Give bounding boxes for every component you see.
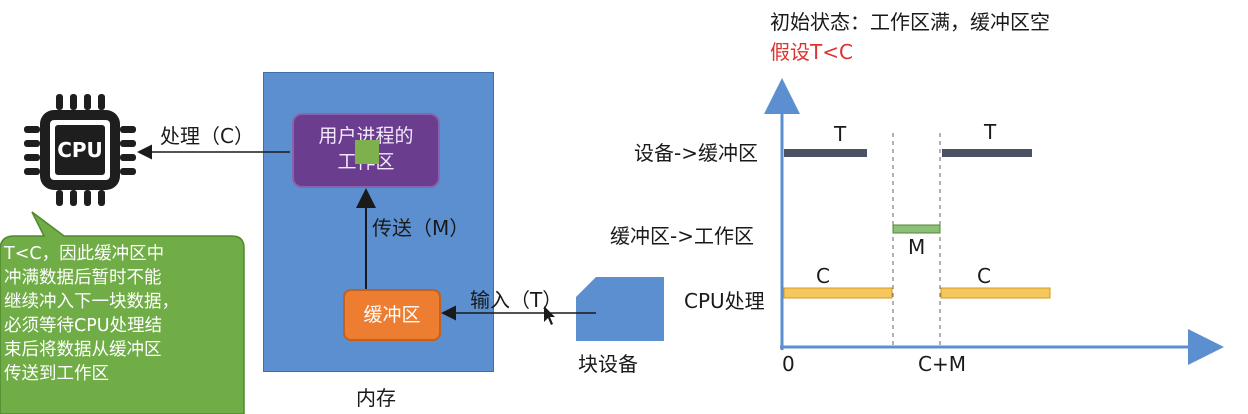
block-device-label: 块设备 bbox=[578, 352, 638, 376]
bar-transfer-m bbox=[892, 224, 941, 234]
bar-label-t2: T bbox=[984, 120, 997, 144]
callout-bubble bbox=[0, 211, 245, 414]
process-label: 处理（C） bbox=[160, 124, 254, 148]
bar-label-c1: C bbox=[816, 264, 830, 288]
axis-label-origin: 0 bbox=[782, 352, 795, 376]
bar-label-t1: T bbox=[834, 122, 847, 146]
buffer-box: 缓冲区 bbox=[343, 289, 441, 341]
memory-label: 内存 bbox=[356, 386, 396, 410]
workspace-line1: 用户进程的 bbox=[318, 125, 414, 147]
transfer-label: 传送（M） bbox=[372, 216, 470, 240]
cpu-label: CPU bbox=[55, 125, 105, 175]
axis-label-cm: C+M bbox=[918, 352, 966, 376]
cpu-chip-icon: CPU bbox=[22, 92, 138, 208]
callout-line: T<C，因此缓冲区中 bbox=[4, 244, 165, 264]
bar-label-c2: C bbox=[977, 264, 991, 288]
callout-line: 继续冲入下一块数据， bbox=[4, 292, 179, 312]
row-label-transfer: 缓冲区->工作区 bbox=[610, 224, 754, 248]
initial-state-text: 初始状态：工作区满，缓冲区空 bbox=[770, 10, 1050, 34]
callout-line: 束后将数据从缓冲区 bbox=[4, 340, 162, 360]
mouse-pointer-icon bbox=[544, 306, 555, 325]
callout-line: 传送到工作区 bbox=[4, 364, 109, 384]
data-block-icon bbox=[355, 140, 379, 164]
bar-cpu-c1 bbox=[783, 287, 893, 299]
input-label: 输入（T） bbox=[470, 288, 563, 312]
callout-line: 冲满数据后暂时不能 bbox=[4, 268, 162, 288]
row-label-device: 设备->缓冲区 bbox=[634, 141, 758, 165]
bar-cpu-c2 bbox=[940, 287, 1051, 299]
block-device-icon bbox=[576, 277, 664, 341]
row-label-cpu: CPU处理 bbox=[684, 289, 765, 313]
bar-label-m: M bbox=[908, 235, 926, 259]
callout-text: T<C，因此缓冲区中 冲满数据后暂时不能 继续冲入下一块数据， 必须等待CPU处… bbox=[4, 242, 236, 386]
callout-line: 必须等待CPU处理结 bbox=[4, 316, 163, 336]
bar-device-t2 bbox=[942, 149, 1032, 157]
assumption-text: 假设T<C bbox=[770, 40, 853, 64]
bar-device-t1 bbox=[784, 149, 867, 157]
